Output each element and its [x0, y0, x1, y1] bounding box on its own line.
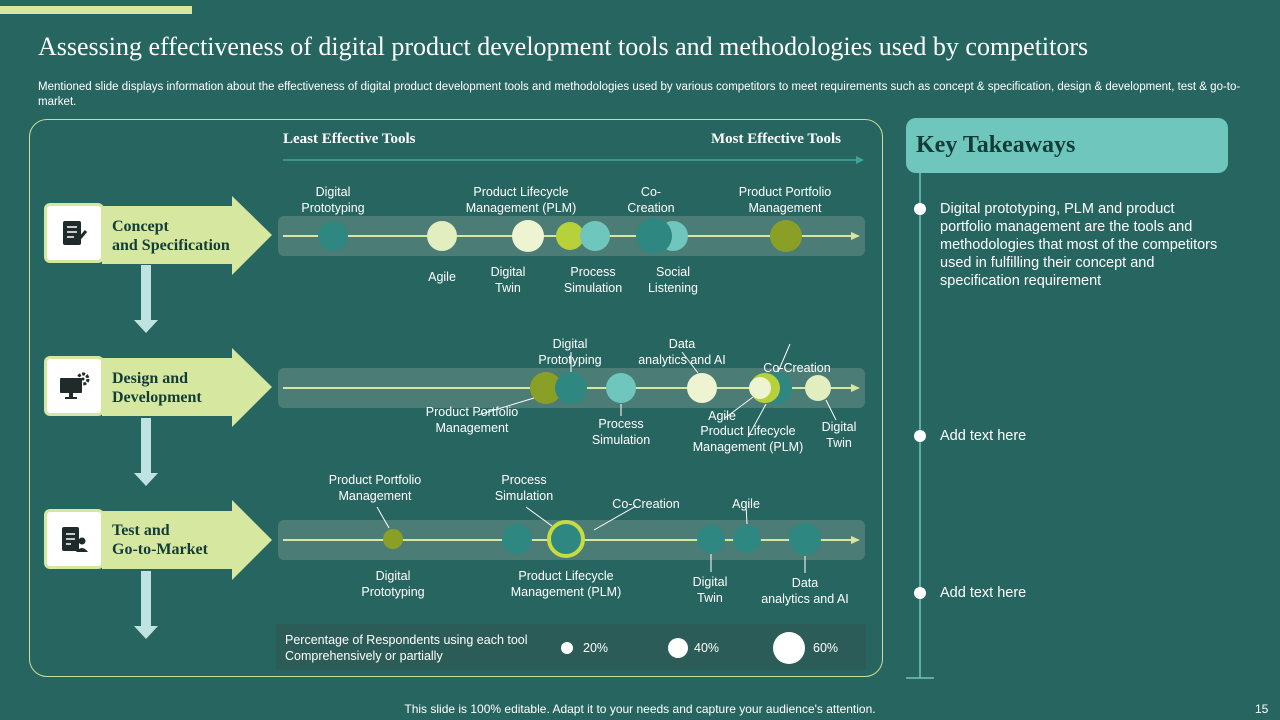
- bubble-plm: [556, 222, 584, 250]
- bubble-plm: [547, 520, 585, 558]
- monitor-gear-icon: [60, 372, 90, 399]
- legend-label-60: 60%: [813, 641, 839, 655]
- bubble-digital-twin: [805, 375, 831, 401]
- stage-icon-concept: [44, 203, 104, 263]
- stage-icon-design: [44, 356, 104, 416]
- page-title: Assessing effectiveness of digital produ…: [38, 32, 1089, 61]
- tool-label: Agile: [732, 497, 760, 511]
- bubble-digital-prototyping: [502, 524, 532, 554]
- checklist-user-icon: [62, 527, 88, 552]
- legend-title: Percentage of Respondents using each too…: [285, 633, 528, 663]
- takeaway-dot-2: [914, 430, 926, 442]
- key-takeaways-header: Key Takeaways: [906, 118, 1228, 173]
- bubble-digital-twin: [697, 525, 725, 553]
- bubble-product-portfolio: [770, 220, 802, 252]
- bubble-data-analytics: [687, 373, 717, 403]
- bubble-process-simulation: [606, 373, 636, 403]
- bubble-digital-twin: [512, 220, 544, 252]
- takeaway-item-1: Digital prototyping, PLM and product por…: [940, 201, 1218, 289]
- clipboard-pen-icon: [63, 221, 88, 245]
- most-effective-label: Most Effective Tools: [711, 131, 841, 147]
- track-arrow-test: [851, 536, 860, 544]
- takeaway-item-3: Add text here: [940, 585, 1027, 601]
- stage-chevron-design: [102, 348, 272, 427]
- takeaway-dot-3: [914, 587, 926, 599]
- stage-chevron-test: [102, 500, 272, 580]
- track-arrow-concept: [851, 232, 860, 240]
- takeaway-item-2: Add text here: [940, 428, 1027, 444]
- effectiveness-arrow-head: [856, 156, 864, 164]
- tool-label: Agile: [428, 270, 456, 284]
- bubble-process-simulation: [580, 221, 610, 251]
- down-arrow-2: [134, 418, 158, 486]
- footer-note: This slide is 100% editable. Adapt it to…: [404, 702, 876, 716]
- down-arrow-3: [134, 571, 158, 639]
- key-takeaways-title: Key Takeaways: [916, 132, 1076, 158]
- top-accent-bar: [0, 6, 192, 14]
- tools-panel: [29, 119, 883, 677]
- stage-icon-test: [44, 509, 104, 569]
- bubble-product-portfolio: [383, 529, 403, 549]
- takeaway-dot-1: [914, 203, 926, 215]
- track-arrow-design: [851, 384, 860, 392]
- bubble-co-creation: [636, 218, 672, 254]
- least-effective-label: Least Effective Tools: [283, 131, 416, 147]
- bubble-agile: [749, 377, 771, 399]
- tool-label: Agile: [708, 409, 736, 423]
- bubble-data-analytics: [789, 523, 821, 555]
- legend-bubble-20: [561, 642, 573, 654]
- legend-bubble-60: [773, 632, 805, 664]
- page-subtitle: Mentioned slide displays information abo…: [38, 81, 1241, 108]
- leader-lines: [376, 343, 837, 573]
- bubble-digital-prototyping: [318, 221, 348, 251]
- down-arrow-1: [134, 265, 158, 333]
- bubble-agile: [427, 221, 457, 251]
- legend-label-40: 40%: [694, 641, 720, 655]
- tool-label: Co-Creation: [612, 497, 680, 511]
- stage-chevron-concept: [102, 196, 272, 275]
- tool-label: Co-Creation: [763, 361, 831, 375]
- bubble-agile: [733, 525, 761, 553]
- legend-bubble-40: [668, 638, 688, 658]
- bubble-product-portfolio: [530, 372, 562, 404]
- bubble-digital-prototyping: [555, 372, 587, 404]
- page-number: 15: [1255, 702, 1269, 716]
- tool-label: Co-Creation: [627, 185, 675, 215]
- legend-label-20: 20%: [583, 641, 609, 655]
